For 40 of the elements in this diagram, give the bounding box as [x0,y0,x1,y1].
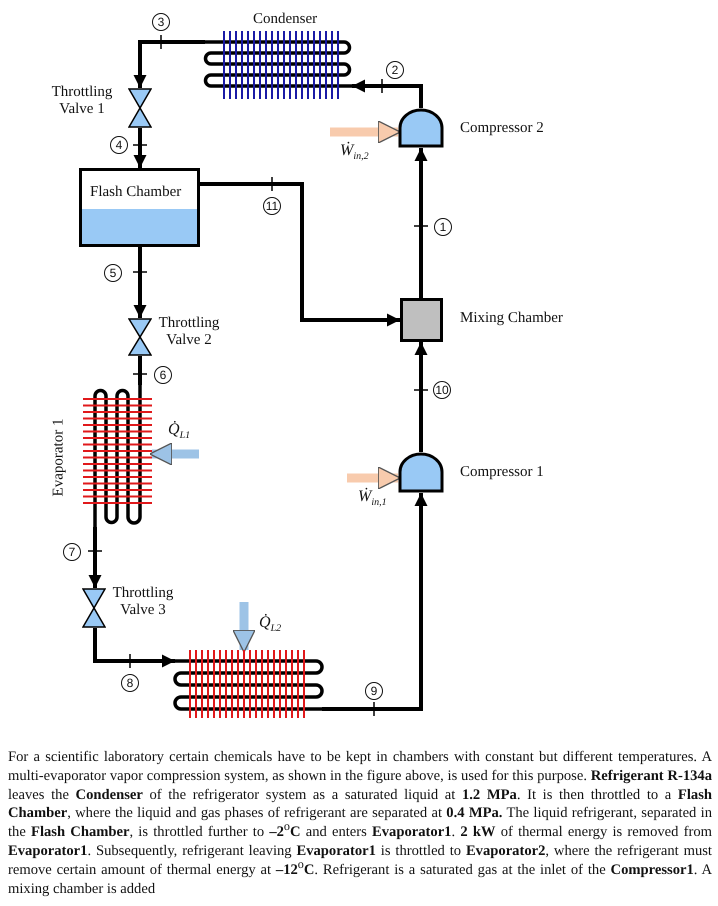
component-label: Throttling Valve 3 [112,585,174,619]
pipe-arrow [134,128,146,168]
flow-label: Ẇ$_{in,1}$ [358,488,387,510]
component-label: Compressor 1 [460,464,544,481]
state-number: 9 [365,682,383,700]
pipe-arrow [93,628,175,668]
flow-label: Q̇$_{L2}$ [259,614,282,636]
state-number: 1 [434,218,452,236]
flow-label: Ẇ$_{in,2}$ [340,142,369,164]
component-label: Flash Chamber [90,184,182,201]
pipe-arrow [200,182,400,326]
flash-chamber-tank [79,168,200,247]
state-number: 10 [433,381,451,399]
pipe-arrow [414,148,428,298]
pipe-arrow [352,80,423,108]
component-label: Throttling Valve 2 [158,315,220,349]
state-number: 11 [263,197,281,215]
state-number: 5 [104,264,122,282]
state-number: 4 [110,136,128,154]
flow-arrow [330,120,401,144]
state-number: 8 [121,674,139,692]
state-number: 6 [154,366,172,384]
pipe-arrow [322,493,428,711]
component-label: Mixing Chamber [460,310,563,327]
flow-arrow [347,466,401,490]
state-number: 7 [63,543,81,561]
flow-arrow [232,602,256,653]
pipe-arrow [88,527,102,588]
flow-label: Q̇$_{L1}$ [168,421,190,444]
component-label: Evaporator 1 [50,418,68,496]
component-label: Throttling Valve 1 [50,84,114,118]
pipe-arrow [134,40,205,88]
problem-text: For a scientific laboratory certain chemicals have to be kept in chambers with constant but different temperatures. A multi-evaporator vapor compression system, as shown in the figure above, is used for this purpose. Refrigerant R-134a leaves the Condenser of the refrigerator system as a saturated liquid at 1.2 MPa. It is then throttled to a Flash Chamber, where the liquid and gas phases of refrigerant are separated at 0.4 MPa. The liquid refrigerant, separated in the Flash Chamber, is throttled further to –2$^{o}$C and enters Evaporator1. 2 kW of thermal energy is removed from Evaporator1. Subsequently, refrigerant leaving Evaporator1 is throttled to Evaporator2, where the refrigerant must remove certain amount of thermal energy at –12$^{o}$C. Refrigerant is a saturated gas at the inlet of the Compressor1. A mixing chamber is added [8,748,712,898]
pipe-arrow [134,247,146,318]
component-label: Condenser [253,11,318,28]
state-number: 2 [386,61,404,79]
flow-arrow [149,442,199,466]
component-label: Compressor 2 [460,120,544,137]
pipe-arrow [414,342,428,452]
state-number: 3 [152,13,170,31]
